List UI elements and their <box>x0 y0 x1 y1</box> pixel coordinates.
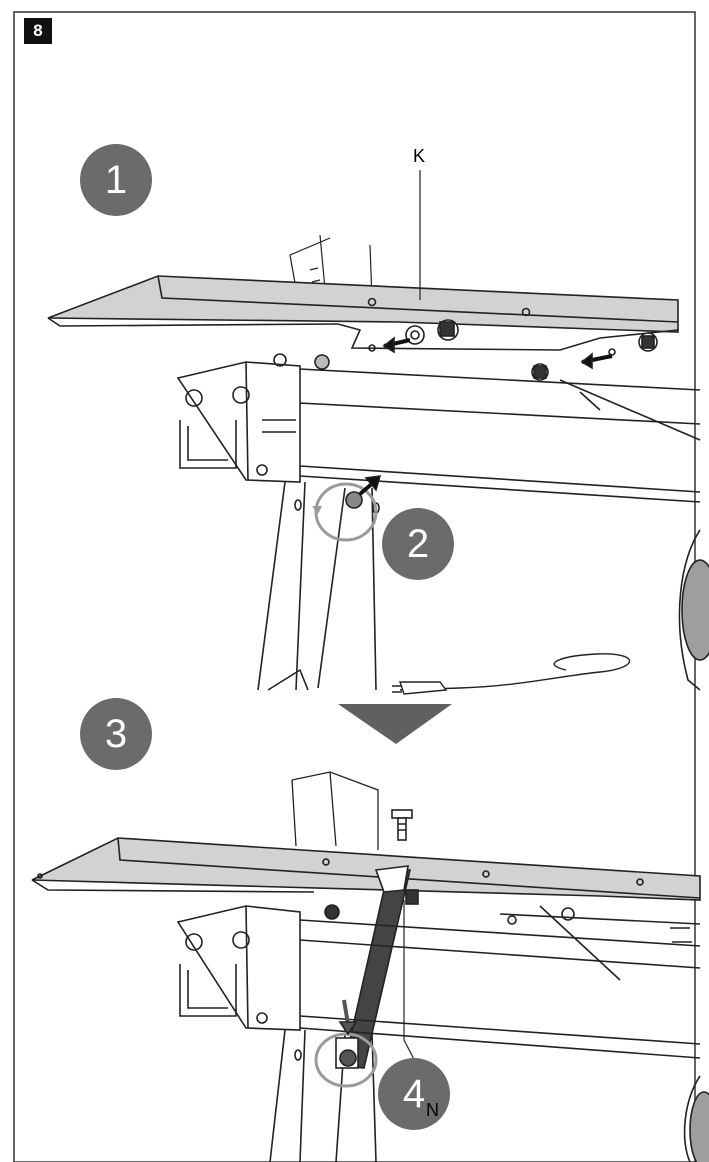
step-2-badge: 2 <box>382 508 454 580</box>
callout-n-label: N <box>426 1100 439 1120</box>
bottom-table-plate <box>31 837 701 901</box>
bottom-beam <box>299 905 701 1059</box>
power-cord <box>392 653 631 695</box>
leg-stand <box>257 481 380 691</box>
bottom-motor-housing <box>683 1075 709 1162</box>
motor-housing <box>678 529 709 691</box>
step-1-badge: 1 <box>80 144 152 216</box>
bottom-side-bracket <box>176 904 340 1031</box>
transition-arrow <box>338 704 452 744</box>
top-bolts <box>382 319 658 381</box>
bottom-upright <box>291 771 379 850</box>
background-upright <box>289 234 373 301</box>
figure-number-badge: 8 <box>24 18 52 44</box>
pin-rotation <box>312 475 382 542</box>
support-strut-n <box>343 865 419 1069</box>
table-plate-k <box>47 275 679 356</box>
bottom-pin-rotation <box>314 999 378 1088</box>
main-beam <box>279 367 701 503</box>
side-bracket <box>176 353 330 483</box>
bottom-assembly <box>31 771 709 1162</box>
top-assembly <box>47 234 709 695</box>
step-4-badge: 4 <box>378 1058 450 1130</box>
step-3-badge: 3 <box>80 698 152 770</box>
callout-k-label: K <box>413 146 426 166</box>
loose-bolt <box>391 809 413 841</box>
